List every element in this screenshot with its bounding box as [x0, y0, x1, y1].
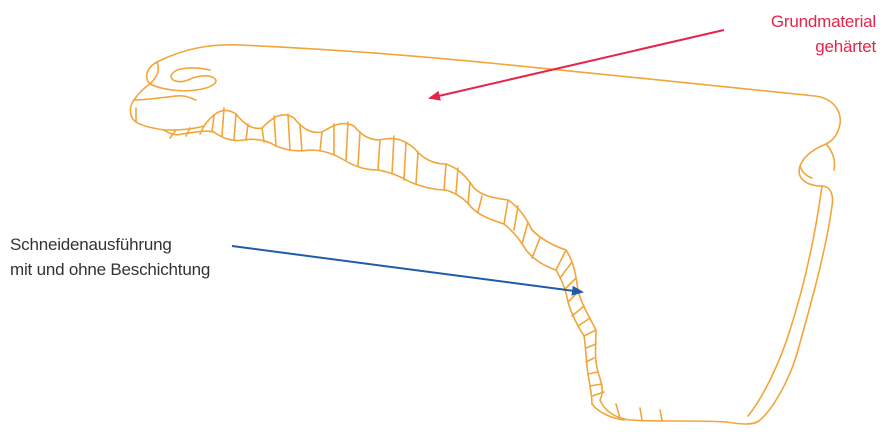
label-base-material-line1: Grundmaterial	[770, 12, 876, 31]
pointer-arrow-base-material	[428, 29, 725, 101]
pointer-arrow-cutting-edge	[231, 245, 584, 296]
label-base-material: Grundmaterial gehärtet	[726, 9, 876, 59]
label-cutting-edge-line2: mit und ohne Beschichtung	[10, 260, 211, 279]
label-cutting-edge: Schneidenausführung mit und ohne Beschic…	[10, 232, 210, 282]
label-cutting-edge-line1: Schneidenausführung	[10, 235, 172, 254]
label-base-material-line2: gehärtet	[815, 37, 876, 56]
blade-outline	[129, 44, 841, 425]
